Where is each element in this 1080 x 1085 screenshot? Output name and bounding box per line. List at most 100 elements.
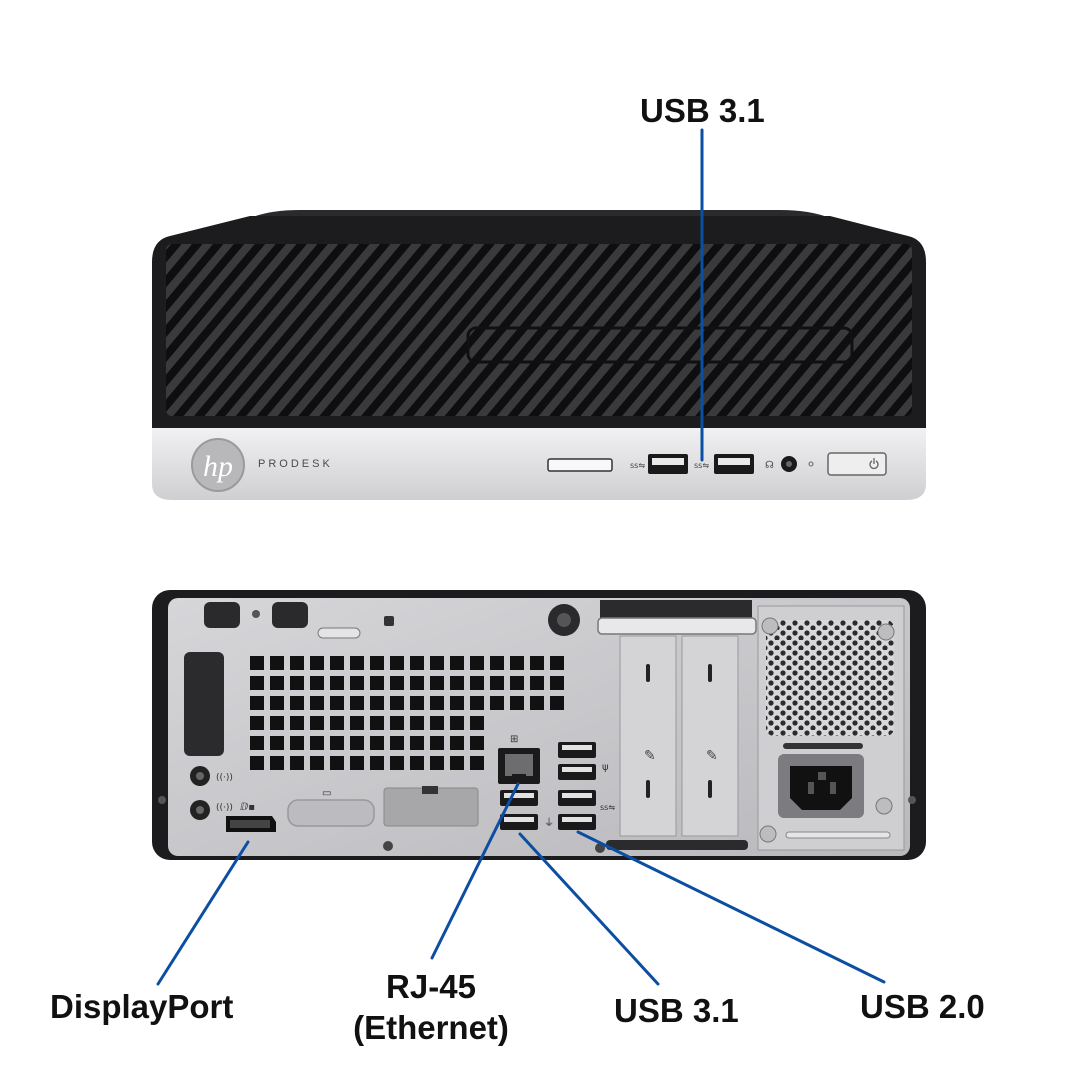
callout-rear-usb31 bbox=[518, 832, 660, 986]
callout-rear-usb20 bbox=[576, 830, 886, 984]
vent-hole bbox=[330, 656, 344, 670]
vent-hole bbox=[290, 736, 304, 750]
power-icon bbox=[869, 458, 879, 470]
vent-hole bbox=[550, 696, 564, 710]
vent-hole bbox=[390, 736, 404, 750]
hp-logo-icon: hp bbox=[191, 438, 245, 492]
vent-hole bbox=[350, 756, 364, 770]
vent-hole bbox=[390, 676, 404, 690]
usb-ss-icon: ss⇋ bbox=[600, 803, 615, 812]
vent-hole bbox=[530, 696, 544, 710]
vent-hole bbox=[310, 656, 324, 670]
network-icon: ⊞ bbox=[510, 734, 518, 745]
vent-hole bbox=[370, 716, 384, 730]
vent-hole bbox=[490, 676, 504, 690]
label-front-usb: USB 3.1 bbox=[640, 92, 765, 129]
vent-hole bbox=[450, 736, 464, 750]
rj45-port bbox=[498, 748, 540, 784]
rear-usb-port bbox=[558, 764, 596, 780]
vent-hole bbox=[310, 716, 324, 730]
vent-hole bbox=[290, 756, 304, 770]
vent-hole bbox=[550, 676, 564, 690]
vent-hole bbox=[430, 696, 444, 710]
headphone-icon: ☊ bbox=[765, 460, 774, 471]
vent-hole bbox=[250, 736, 264, 750]
vent-hole bbox=[470, 676, 484, 690]
vent-hole bbox=[410, 656, 424, 670]
vent-hole bbox=[470, 716, 484, 730]
vent-hole bbox=[510, 696, 524, 710]
ground-screw-icon bbox=[383, 841, 393, 851]
vent-hole bbox=[470, 756, 484, 770]
vent-hole bbox=[250, 696, 264, 710]
rear-view: ((·)) ((·)) ⅅ▪ ▭ ⊞ ⏚ bbox=[152, 590, 926, 860]
vent-hole bbox=[390, 656, 404, 670]
vent-hole bbox=[550, 656, 564, 670]
vent-hole bbox=[410, 676, 424, 690]
label-rear-usb20: USB 2.0 bbox=[860, 988, 985, 1025]
vent-hole bbox=[270, 696, 284, 710]
vent-hole bbox=[410, 716, 424, 730]
model-name: PRODESK bbox=[258, 458, 333, 470]
vent-hole bbox=[350, 736, 364, 750]
label-rj45: RJ-45 (Ethernet) bbox=[353, 968, 509, 1047]
vent-hole bbox=[450, 716, 464, 730]
front-silver-panel bbox=[152, 428, 926, 500]
usb-icon: ⏚ bbox=[544, 817, 554, 829]
vent-hole bbox=[430, 676, 444, 690]
vent-hole bbox=[470, 696, 484, 710]
vent-hole bbox=[390, 756, 404, 770]
card-reader-slot bbox=[547, 458, 613, 472]
vent-hole bbox=[330, 736, 344, 750]
svg-text:▭: ▭ bbox=[322, 788, 331, 799]
vent-hole bbox=[470, 736, 484, 750]
vent-hole bbox=[510, 656, 524, 670]
callout-displayport bbox=[156, 840, 250, 986]
vent-hole bbox=[290, 656, 304, 670]
vent-hole bbox=[410, 736, 424, 750]
vent-hole bbox=[330, 676, 344, 690]
power-button bbox=[827, 452, 887, 476]
drive-led bbox=[808, 461, 814, 467]
vent-hole bbox=[390, 696, 404, 710]
vent-hole bbox=[470, 656, 484, 670]
ac-power-inlet bbox=[778, 754, 864, 818]
vent-hole bbox=[490, 656, 504, 670]
vent-hole bbox=[450, 756, 464, 770]
vent-hole bbox=[410, 696, 424, 710]
vent-hole bbox=[370, 696, 384, 710]
front-grille bbox=[166, 244, 912, 416]
front-view: hp PRODESK ss⇋ ss⇋ ☊ bbox=[152, 210, 926, 500]
vent-hole bbox=[330, 716, 344, 730]
callout-lines bbox=[156, 128, 886, 986]
vent-hole bbox=[270, 716, 284, 730]
vga-cover bbox=[287, 799, 375, 827]
callout-rj45 bbox=[430, 782, 520, 960]
usb-ss-icon: ss⇋ bbox=[694, 461, 709, 470]
vent-hole bbox=[430, 756, 444, 770]
vent-hole bbox=[270, 676, 284, 690]
hp-logo-text: hp bbox=[203, 450, 233, 483]
front-usb-port bbox=[648, 454, 688, 474]
side-rail bbox=[184, 652, 224, 756]
svg-text:((·)): ((·)) bbox=[216, 803, 233, 813]
rear-usb-port bbox=[558, 814, 596, 830]
usb-ss-icon: ss⇋ bbox=[630, 461, 645, 470]
rear-usb-port bbox=[558, 742, 596, 758]
vent-hole bbox=[530, 676, 544, 690]
vent-hole bbox=[330, 756, 344, 770]
vent-hole bbox=[350, 656, 364, 670]
vent-hole bbox=[250, 716, 264, 730]
vent-hole bbox=[310, 676, 324, 690]
vent-hole bbox=[430, 716, 444, 730]
displayport-icon: ⅅ▪ bbox=[240, 802, 255, 813]
vent-hole bbox=[250, 756, 264, 770]
vent-hole bbox=[270, 736, 284, 750]
svg-text:((·)): ((·)) bbox=[216, 773, 233, 783]
vent-hole bbox=[410, 756, 424, 770]
vent-hole bbox=[450, 696, 464, 710]
rear-usb-port bbox=[558, 790, 596, 806]
label-rear-usb31: USB 3.1 bbox=[614, 992, 739, 1029]
